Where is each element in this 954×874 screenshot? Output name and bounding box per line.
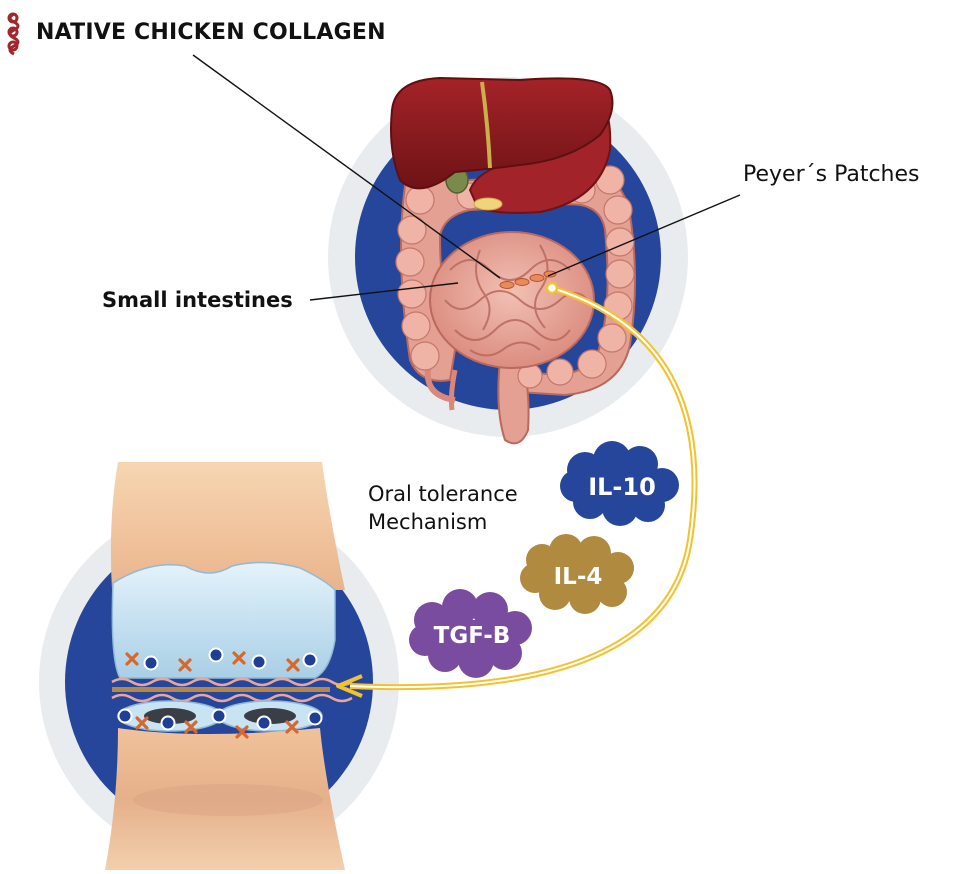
diagram-title: NATIVE CHICKEN COLLAGEN <box>36 20 386 45</box>
oral-tolerance-arrow <box>336 281 698 698</box>
il4-cloud: IL-4 <box>520 534 634 614</box>
small-intestine-pointer-line <box>309 282 459 301</box>
collagen-helix-icon <box>7 12 20 56</box>
dot-markers <box>117 647 323 731</box>
small-intestine-coils <box>429 231 595 369</box>
joint-illustration <box>39 462 399 870</box>
pointer-lines <box>192 54 741 301</box>
title-pointer-line <box>192 54 501 279</box>
peyers-patches <box>499 270 557 289</box>
tgfb-cloud: TGF-B <box>409 589 532 678</box>
il10-label: IL-10 <box>588 473 656 501</box>
oral-tolerance-line1: Oral tolerance <box>368 482 518 506</box>
liver <box>390 76 614 190</box>
peyer-pointer-line <box>547 194 741 277</box>
tgfb-label: TGF-B <box>434 623 511 649</box>
il10-cloud: IL-10 <box>560 441 679 526</box>
oral-tolerance-label: Oral tolerance Mechanism <box>368 480 518 536</box>
il4-label: IL-4 <box>554 564 603 590</box>
oral-tolerance-line2: Mechanism <box>368 510 488 534</box>
x-markers <box>125 651 300 739</box>
collagen-fibres <box>111 677 353 703</box>
gut-illustration <box>328 76 688 445</box>
peyers-patches-label: Peyer´s Patches <box>743 162 920 187</box>
small-intestines-label: Small intestines <box>102 288 293 312</box>
femur <box>110 462 345 590</box>
